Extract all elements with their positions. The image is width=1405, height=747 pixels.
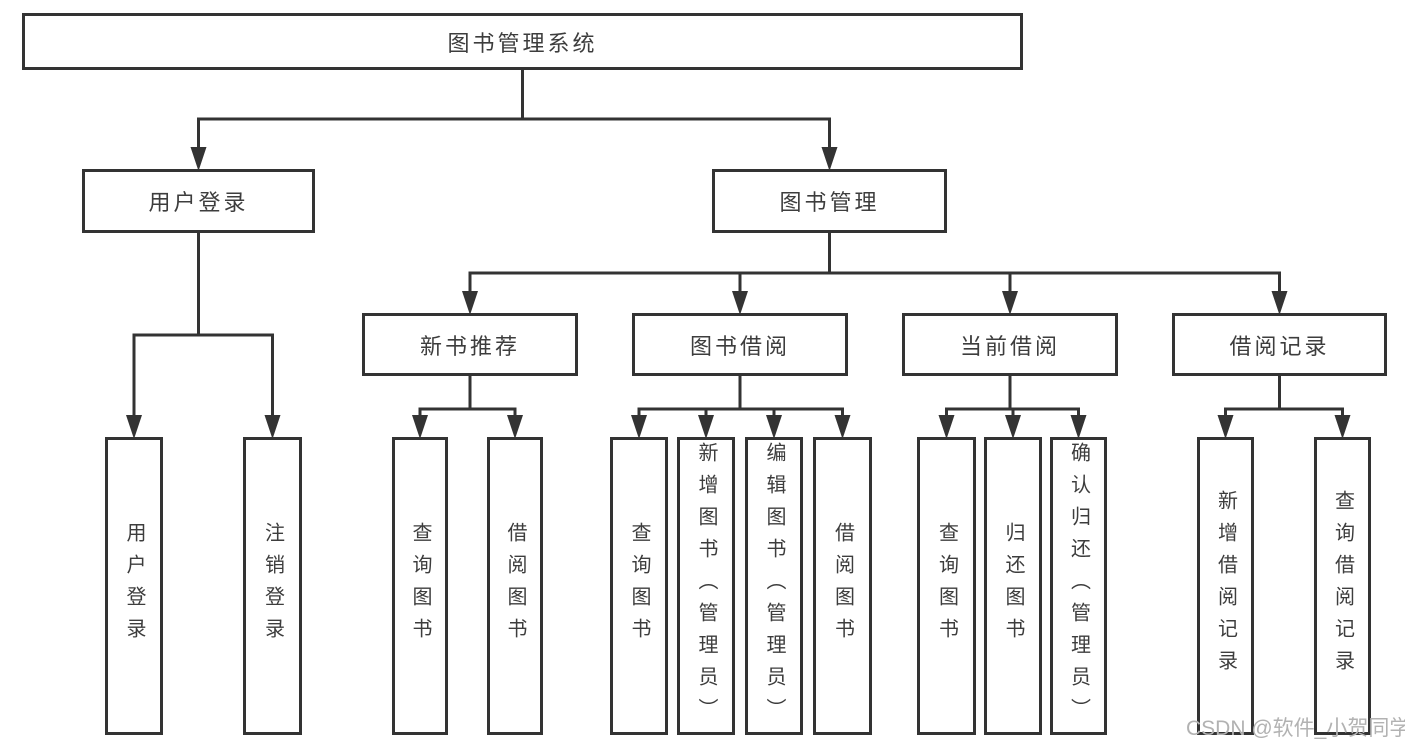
arrowhead-icon	[631, 415, 647, 439]
diagram-node-user-login: 用户登录	[82, 169, 315, 233]
diagram-node-current-borrow: 当前借阅	[902, 313, 1118, 376]
diagram-node-nb-borrow: 借阅图书	[487, 437, 543, 735]
diagram-node-bb-query: 查询图书	[610, 437, 668, 735]
arrowhead-icon	[412, 415, 428, 439]
diagram-node-br-add: 新增借阅记录	[1197, 437, 1254, 735]
arrowhead-icon	[126, 415, 142, 439]
node-label: 查询图书	[935, 522, 958, 650]
arrowhead-icon	[821, 147, 838, 171]
node-label: 用户登录	[148, 190, 249, 215]
diagram-node-book-mgmt: 图书管理	[712, 169, 947, 233]
arrowhead-icon	[732, 291, 748, 315]
diagram-node-bb-edit: 编辑图书（管理员）	[745, 437, 803, 735]
node-label: 注销登录	[261, 522, 284, 650]
diagram-node-new-books: 新书推荐	[362, 313, 578, 376]
node-label: 图书借阅	[689, 333, 790, 359]
arrowhead-icon	[507, 415, 523, 439]
diagram-node-bb-add: 新增图书（管理员）	[677, 437, 735, 735]
node-label: 新增借阅记录	[1214, 490, 1237, 682]
node-label: 借阅记录	[1229, 333, 1330, 359]
node-label: 图书管理系统	[447, 30, 598, 56]
node-label: 借阅图书	[831, 522, 854, 650]
node-label: 确认归还（管理员）	[1067, 442, 1090, 730]
diagram-node-leaf-logout: 注销登录	[243, 437, 302, 735]
node-label: 新增图书（管理员）	[695, 442, 717, 730]
node-label: 新书推荐	[419, 333, 520, 359]
diagram-node-bb-borrow: 借阅图书	[813, 437, 872, 735]
arrowhead-icon	[1271, 291, 1288, 315]
diagram-node-nb-query: 查询图书	[392, 437, 448, 735]
diagram-node-root: 图书管理系统	[22, 13, 1023, 70]
node-label: 借阅图书	[504, 522, 526, 650]
diagram-node-cb-confirm: 确认归还（管理员）	[1050, 437, 1107, 735]
arrowhead-icon	[834, 415, 851, 439]
arrowhead-icon	[264, 415, 281, 439]
node-label: 当前借阅	[959, 333, 1060, 359]
node-label: 查询图书	[409, 522, 431, 650]
node-label: 用户登录	[123, 522, 145, 650]
node-label: 查询图书	[628, 522, 650, 650]
diagram-node-book-borrow: 图书借阅	[632, 313, 848, 376]
arrowhead-icon	[766, 415, 782, 439]
arrowhead-icon	[1005, 415, 1021, 439]
diagram-node-leaf-user-login: 用户登录	[105, 437, 163, 735]
node-label: 图书管理	[779, 190, 880, 215]
arrowhead-icon	[190, 147, 207, 171]
arrowhead-icon	[938, 415, 955, 439]
arrowhead-icon	[698, 415, 714, 439]
node-label: 归还图书	[1002, 522, 1024, 650]
diagram-node-cb-query: 查询图书	[917, 437, 976, 735]
diagram-node-cb-return: 归还图书	[984, 437, 1042, 735]
node-label: 查询借阅记录	[1331, 490, 1354, 682]
arrowhead-icon	[1070, 415, 1087, 439]
node-label: 编辑图书（管理员）	[763, 442, 785, 730]
arrowhead-icon	[1217, 415, 1234, 439]
diagram-node-borrow-records: 借阅记录	[1172, 313, 1387, 376]
arrowhead-icon	[1334, 415, 1351, 439]
arrowhead-icon	[1002, 291, 1018, 315]
diagram-node-br-query: 查询借阅记录	[1314, 437, 1371, 735]
arrowhead-icon	[462, 291, 478, 315]
